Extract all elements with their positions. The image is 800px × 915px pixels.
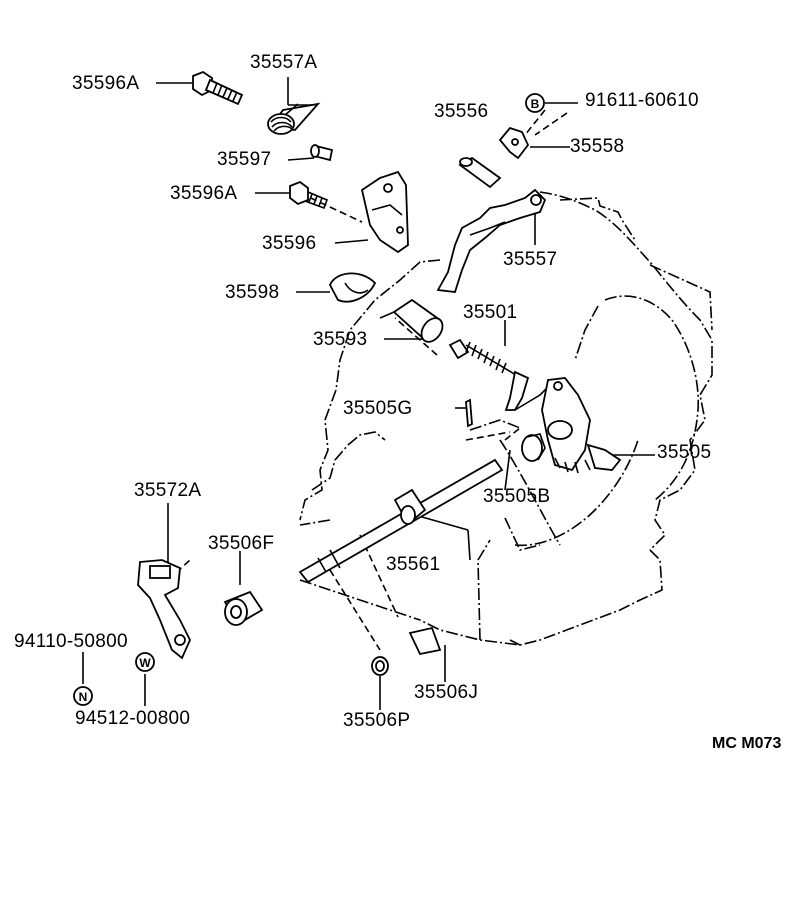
- label-35596a-top: 35596A: [72, 73, 140, 94]
- clip-35558: [498, 126, 530, 160]
- leader-lines: [82, 77, 655, 710]
- bolt-35596a-top: [192, 70, 244, 106]
- label-35505: 35505: [657, 442, 712, 463]
- label-35501: 35501: [463, 302, 518, 323]
- lever-35572a: [137, 559, 191, 660]
- badge-b-letter: B: [531, 97, 540, 111]
- label-35596a-mid: 35596A: [170, 183, 238, 204]
- label-35505g: 35505G: [343, 398, 413, 419]
- label-35506f: 35506F: [208, 533, 275, 554]
- half-ring-35598: [329, 272, 377, 303]
- spring-35557a: [267, 102, 321, 135]
- label-35557a: 35557A: [250, 52, 318, 73]
- manual-valve-lever-35505: [541, 377, 622, 474]
- label-35558: 35558: [570, 136, 625, 157]
- pin-35597: [310, 144, 334, 162]
- label-94512-00800: 94512-00800: [75, 708, 191, 729]
- label-91611-60610: 91611-60610: [585, 90, 699, 111]
- badge-b: [525, 93, 545, 113]
- label-35572a: 35572A: [134, 480, 202, 501]
- label-35505b: 35505B: [483, 486, 551, 507]
- diagram-reference-code: MC M073: [712, 735, 782, 752]
- shaft-35561: [298, 458, 504, 584]
- label-35598: 35598: [225, 282, 280, 303]
- label-35506p: 35506P: [343, 710, 411, 731]
- sleeve-35593: [379, 298, 444, 343]
- badge-n: [73, 686, 93, 706]
- plate-35596: [360, 170, 409, 254]
- badge-w: [135, 652, 155, 672]
- badge-w-letter: W: [139, 656, 151, 670]
- label-35593: 35593: [313, 329, 368, 350]
- transmission-case-outline: [299, 191, 713, 646]
- label-35506j: 35506J: [414, 682, 479, 703]
- pin-35505g: [465, 398, 473, 428]
- spring-rod-35501: [448, 338, 556, 411]
- o-ring-35506p: [371, 656, 389, 676]
- pin-35556: [458, 156, 502, 189]
- bushing-35505b: [521, 433, 546, 462]
- detent-lever-35557: [436, 188, 547, 293]
- label-35596: 35596: [262, 233, 317, 254]
- label-35557: 35557: [503, 249, 558, 270]
- label-35556: 35556: [434, 101, 489, 122]
- label-94110-50800: 94110-50800: [14, 631, 128, 652]
- oil-seal-35506j: [408, 626, 442, 656]
- label-35561: 35561: [386, 554, 441, 575]
- bolt-35596a-mid: [289, 180, 329, 210]
- badge-n-letter: N: [79, 690, 88, 704]
- label-35597: 35597: [217, 149, 272, 170]
- oil-seal-35506f: [223, 590, 264, 626]
